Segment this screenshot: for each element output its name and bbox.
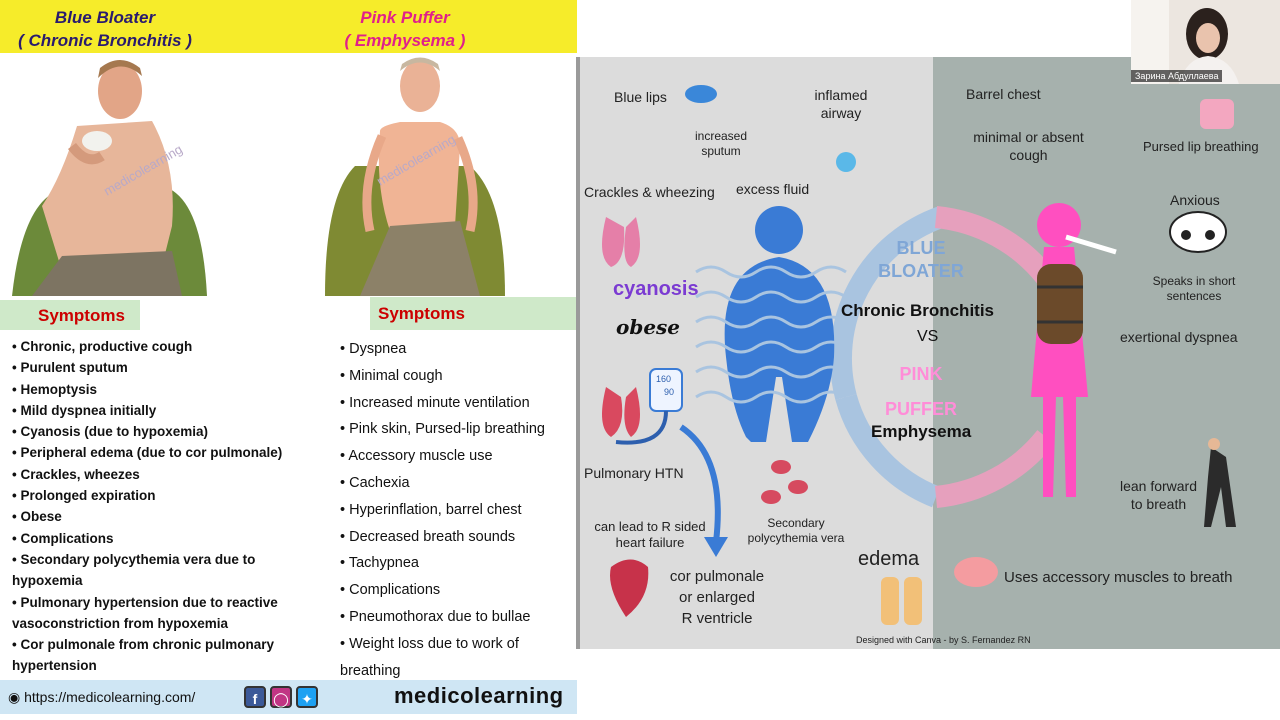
symptom-item: Decreased breath sounds: [340, 524, 570, 551]
symptom-item: Complications: [12, 528, 302, 549]
symptom-item: Pink skin, Pursed-lip breathing: [340, 416, 570, 443]
pursed-lip-label: Pursed lip breathing: [1143, 139, 1259, 154]
symptom-item: Cyanosis (due to hypoxemia): [12, 421, 302, 442]
symptom-item: Complications: [340, 577, 570, 604]
panel-divider: [576, 57, 580, 649]
symptom-item: Weight loss due to work of breathing: [340, 631, 570, 685]
symptoms-heading: Symptoms: [38, 306, 125, 325]
facebook-icon[interactable]: f: [244, 686, 266, 708]
right-heart-failure-label: can lead to R sided heart failure: [594, 519, 706, 551]
website-link[interactable]: ◉ https://medicolearning.com/: [8, 689, 196, 705]
symptom-item: Cor pulmonale from chronic pulmonary hyp…: [12, 634, 302, 677]
pink-puffer-heading: PINK PUFFER: [885, 364, 957, 419]
symptom-item: Minimal cough: [340, 363, 570, 390]
emphysema-heading: Emphysema: [871, 422, 972, 441]
pink-puffer-title: Pink Puffer ( Emphysema ): [344, 8, 466, 50]
symptom-item: Secondary polycythemia vera due to hypox…: [12, 549, 302, 592]
blue-lips-label: Blue lips: [614, 89, 667, 105]
brand-logo: medicolearning: [394, 683, 564, 708]
blue-bloater-heading: BLUE BLOATER: [878, 238, 964, 281]
obese-label: obese: [616, 315, 681, 339]
footer-bar: ◉ https://medicolearning.com/ f ◯ ✦ medi…: [0, 680, 577, 714]
crackles-label: Crackles & wheezing: [584, 184, 715, 200]
pink-puffer-illustration: medicolearning: [325, 57, 505, 296]
symptom-item: Obese: [12, 506, 302, 527]
increased-sputum-label: increased sputum: [694, 129, 748, 158]
cyanosis-label: cyanosis: [613, 278, 699, 300]
chronic-bronchitis-heading: Chronic Bronchitis: [841, 301, 995, 320]
symptom-item: Tachypnea: [340, 550, 570, 577]
blue-bloater-title: Blue Bloater ( Chronic Bronchitis ): [18, 8, 192, 50]
participant-name: Зарина Абдуллаева: [1131, 70, 1223, 82]
minimal-cough-label: minimal or absent cough: [973, 129, 1084, 163]
pink-puffer-symptoms-list: DyspneaMinimal coughIncreased minute ven…: [340, 336, 570, 684]
symptom-item: Prolonged expiration: [12, 485, 302, 506]
exertional-dyspnea-label: exertional dyspnea: [1120, 329, 1238, 345]
accessory-muscles-label: Uses accessory muscles to breath: [1004, 569, 1233, 586]
symptoms-band-blue: [0, 300, 140, 330]
symptom-item: Chronic, productive cough: [12, 336, 302, 357]
cor-pulmonale-label: cor pulmonale or enlarged R ventricle: [669, 568, 765, 627]
bp-diastolic: 90: [664, 387, 675, 397]
pink-puffer-background: [933, 57, 1280, 649]
symptom-item: Increased minute ventilation: [340, 390, 570, 417]
pulmonary-htn-label: Pulmonary HTN: [584, 465, 684, 481]
twitter-icon[interactable]: ✦: [296, 686, 318, 708]
symptom-item: Pulmonary hypertension due to reactive v…: [12, 592, 302, 635]
blue-bloater-illustration: medicolearning: [12, 60, 207, 296]
right-infographic: Blue lips inflamed airway Barrel chest i…: [576, 57, 1280, 649]
design-credit: Designed with Canva - by S. Fernandez RN: [856, 635, 1031, 645]
symptom-item: Hemoptysis: [12, 379, 302, 400]
symptoms-band-pink: [370, 297, 577, 330]
secondary-polycythemia-label: Secondary polycythemia vera: [747, 516, 845, 545]
excess-fluid-label: excess fluid: [736, 181, 810, 197]
symptom-item: Accessory muscle use: [340, 443, 570, 470]
globe-icon: ◉: [8, 689, 21, 705]
vs-label: VS: [917, 328, 939, 345]
symptom-item: Dyspnea: [340, 336, 570, 363]
bp-systolic: 160: [656, 374, 672, 384]
speaks-short-label: Speaks in short sentences: [1152, 274, 1236, 303]
instagram-icon[interactable]: ◯: [270, 686, 292, 708]
symptom-item: Cachexia: [340, 470, 570, 497]
left-infographic: Blue Bloater ( Chronic Bronchitis ) Pink…: [0, 0, 577, 720]
symptom-item: Mild dyspnea initially: [12, 400, 302, 421]
symptom-item: Peripheral edema (due to cor pulmonale): [12, 442, 302, 463]
infographic-graphics: [602, 85, 1236, 625]
anxious-label: Anxious: [1170, 192, 1220, 208]
barrel-chest-label: Barrel chest: [966, 86, 1041, 102]
inflamed-airway-label: inflamed airway: [814, 87, 868, 121]
lean-forward-label: lean forward to breath: [1119, 478, 1198, 512]
title-banner: [0, 0, 577, 53]
symptom-item: Hyperinflation, barrel chest: [340, 497, 570, 524]
participant-video-tile[interactable]: Зарина Абдуллаева: [1131, 0, 1280, 84]
edema-label: edema: [858, 548, 920, 570]
blue-bloater-symptoms-list: Chronic, productive coughPurulent sputum…: [12, 336, 302, 677]
symptom-item: Crackles, wheezes: [12, 464, 302, 485]
symptom-item: Pneumothorax due to bullae: [340, 604, 570, 631]
symptoms-heading: Symptoms: [378, 304, 465, 323]
symptom-item: Purulent sputum: [12, 357, 302, 378]
